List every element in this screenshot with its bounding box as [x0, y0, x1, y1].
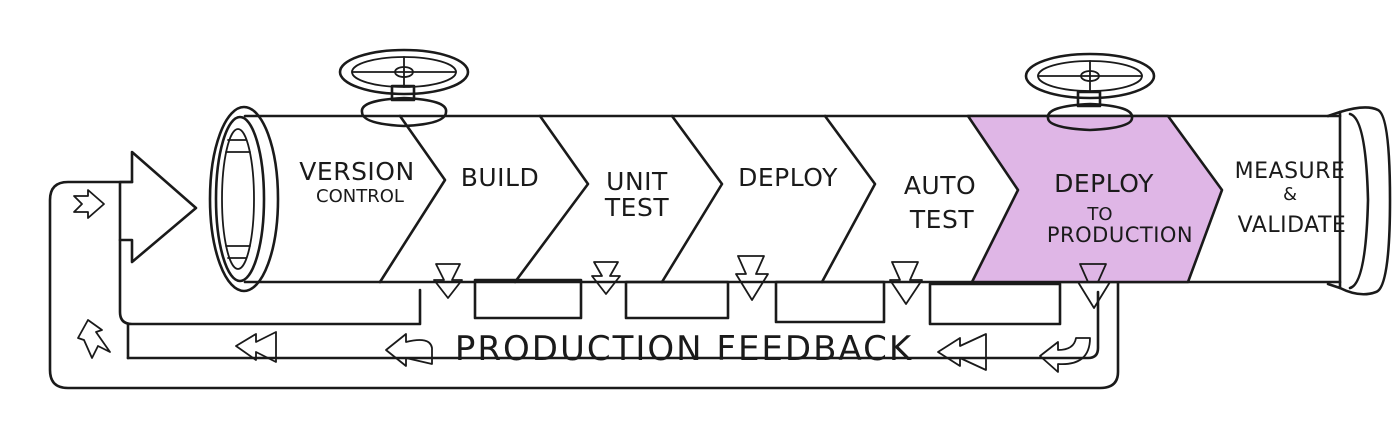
- output-boxes: [473, 278, 1062, 326]
- svg-text:PRODUCTION: PRODUCTION: [1047, 223, 1193, 247]
- svg-text:CONTROL: CONTROL: [316, 186, 404, 207]
- output-box: [928, 282, 1062, 326]
- svg-text:MEASURE: MEASURE: [1235, 159, 1346, 184]
- output-box: [473, 278, 583, 320]
- stage-label-measure-validate: MEASURE & VALIDATE: [1235, 159, 1347, 238]
- svg-text:&: &: [1283, 184, 1297, 205]
- svg-text:TO: TO: [1086, 204, 1112, 225]
- stage-label-auto-test: AUTO TEST: [904, 171, 976, 234]
- up-arrow-icon: [77, 319, 111, 359]
- stage-dividers: [378, 114, 877, 284]
- stage-label-deploy: DEPLOY: [738, 163, 838, 192]
- svg-text:AUTO: AUTO: [904, 171, 976, 200]
- svg-text:UNIT: UNIT: [606, 167, 668, 196]
- svg-text:DEPLOY: DEPLOY: [1054, 169, 1154, 198]
- svg-text:VERSION: VERSION: [299, 157, 414, 186]
- down-arrow-icon: [591, 261, 621, 295]
- svg-text:DEPLOY: DEPLOY: [738, 163, 838, 192]
- rewind-arrow-icon: [937, 333, 987, 371]
- down-arrow-icon: [889, 261, 923, 305]
- stage-highlight-deploy-to-production: [966, 114, 1224, 284]
- inlet-arrow-icon: [118, 150, 198, 264]
- production-feedback-label: PRODUCTION FEEDBACK: [455, 329, 913, 369]
- rewind-arrow-icon: [235, 331, 277, 363]
- stage-label-unit-test: UNIT TEST: [604, 167, 669, 222]
- down-arrow-icon: [433, 263, 463, 299]
- svg-text:VALIDATE: VALIDATE: [1238, 213, 1347, 238]
- stage-label-deploy-to-production: DEPLOY TO PRODUCTION: [1047, 169, 1193, 247]
- down-arrow-icon: [1077, 263, 1111, 309]
- output-box: [624, 280, 730, 320]
- feedback-loop-pipe: [48, 180, 1120, 390]
- return-arrow-icon: [1039, 337, 1091, 373]
- right-arrow-icon: [73, 189, 105, 219]
- stage-label-build: BUILD: [461, 163, 540, 192]
- down-arrow-icon: [735, 255, 769, 301]
- rewind-arrow-icon: [385, 333, 433, 367]
- valve-wheel-icon: [1024, 52, 1156, 132]
- svg-text:BUILD: BUILD: [461, 163, 540, 192]
- valve-wheel-icon: [338, 48, 470, 128]
- svg-text:TEST: TEST: [909, 205, 974, 234]
- pipe-end-cap: [1326, 106, 1392, 296]
- stage-label-version-control: VERSION CONTROL: [299, 157, 414, 207]
- svg-text:TEST: TEST: [604, 193, 669, 222]
- pipe-inlet-flange: [208, 105, 280, 293]
- output-box: [774, 280, 886, 324]
